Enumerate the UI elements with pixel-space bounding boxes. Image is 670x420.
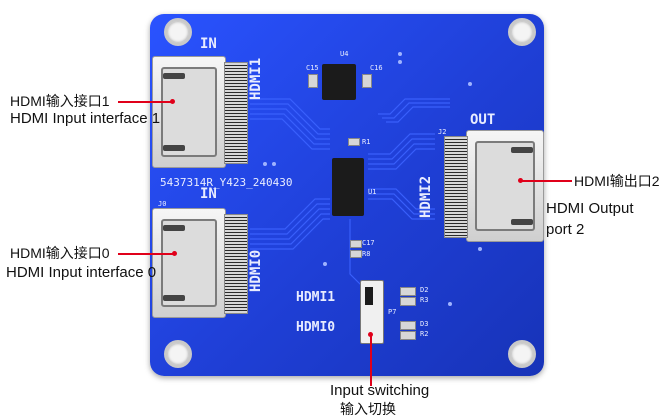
label-input0-cn: HDMI输入接口0 [10, 245, 110, 261]
silk-u4: U4 [340, 50, 349, 58]
silk-switch-hdmi1: HDMI1 [296, 290, 336, 305]
silk-r1: R1 [362, 138, 371, 146]
connector-tab [511, 219, 533, 225]
hdmi-input0-connector [152, 208, 226, 318]
silk-p7: P7 [388, 308, 397, 316]
switch-knob[interactable] [365, 287, 373, 305]
silk-d2: D2 [420, 286, 429, 294]
connector-tab [163, 145, 185, 151]
pointer-switch [370, 334, 372, 386]
silk-c17: C17 [362, 239, 375, 247]
hdmi-output2-connector [466, 130, 544, 242]
mounting-hole-top-left [164, 18, 192, 46]
pointer-output2 [520, 180, 572, 182]
silk-r8: R8 [362, 250, 371, 258]
label-switch-en: Input switching [330, 382, 430, 399]
capacitor-c16 [362, 74, 372, 88]
label-switch-cn: 输入切换 [340, 401, 396, 417]
hdmi-input1-pins [224, 62, 248, 164]
connector-mouth [161, 67, 217, 157]
resistor-r3 [400, 297, 416, 306]
capacitor-c17 [350, 240, 362, 248]
silk-hdmi0-port: HDMI0 [248, 249, 264, 292]
label-output2-en-line1: HDMI Output [546, 200, 634, 217]
silk-part-number: 5437314R_Y423_240430 [160, 176, 293, 189]
label-output2-en-line2: port 2 [546, 221, 585, 238]
mounting-hole-bottom-left [164, 340, 192, 368]
silk-j0: J0 [158, 200, 167, 208]
resistor-r2 [400, 331, 416, 340]
silk-r2: R2 [420, 330, 429, 338]
led-d2 [400, 287, 416, 296]
hdmi-input0-pins [224, 214, 248, 314]
silk-j2: J2 [438, 128, 447, 136]
capacitor-c15 [308, 74, 318, 88]
silk-d3: D3 [420, 320, 429, 328]
connector-tab [511, 147, 533, 153]
silk-in-bottom: IN [200, 186, 217, 202]
led-d3 [400, 321, 416, 330]
pointer-switch-dot [368, 332, 373, 337]
hdmi-output2-pins [444, 136, 468, 238]
silk-hdmi2-port: HDMI2 [418, 175, 434, 218]
pointer-input0 [118, 253, 174, 255]
silk-in-top: IN [200, 36, 217, 52]
silk-c15: C15 [306, 64, 319, 72]
mounting-hole-bottom-right [508, 340, 536, 368]
silk-switch-hdmi0: HDMI0 [296, 320, 336, 335]
label-output2-cn: HDMI输出口2 [574, 173, 660, 189]
resistor-r1 [348, 138, 360, 146]
hdmi-input1-connector [152, 56, 226, 168]
pointer-input0-dot [172, 251, 177, 256]
silk-c16: C16 [370, 64, 383, 72]
label-input1-en: HDMI Input interface 1 [10, 110, 161, 127]
switch-ic-u1 [332, 158, 364, 216]
connector-tab [163, 73, 185, 79]
pointer-input1-dot [170, 99, 175, 104]
mounting-hole-top-right [508, 18, 536, 46]
pointer-input1 [118, 101, 172, 103]
silk-r3: R3 [420, 296, 429, 304]
connector-tab [163, 295, 185, 301]
resistor-r8 [350, 250, 362, 258]
silk-out: OUT [470, 112, 496, 128]
silk-u1: U1 [368, 188, 377, 196]
pcb-traces [250, 52, 482, 306]
connector-tab [163, 225, 185, 231]
connector-mouth [161, 219, 217, 307]
silk-hdmi1-port: HDMI1 [248, 57, 264, 100]
connector-mouth [475, 141, 535, 231]
pointer-output2-dot [518, 178, 523, 183]
label-input0-en: HDMI Input interface 0 [6, 264, 157, 281]
label-input1-cn: HDMI输入接口1 [10, 93, 110, 109]
regulator-u4 [322, 64, 356, 100]
